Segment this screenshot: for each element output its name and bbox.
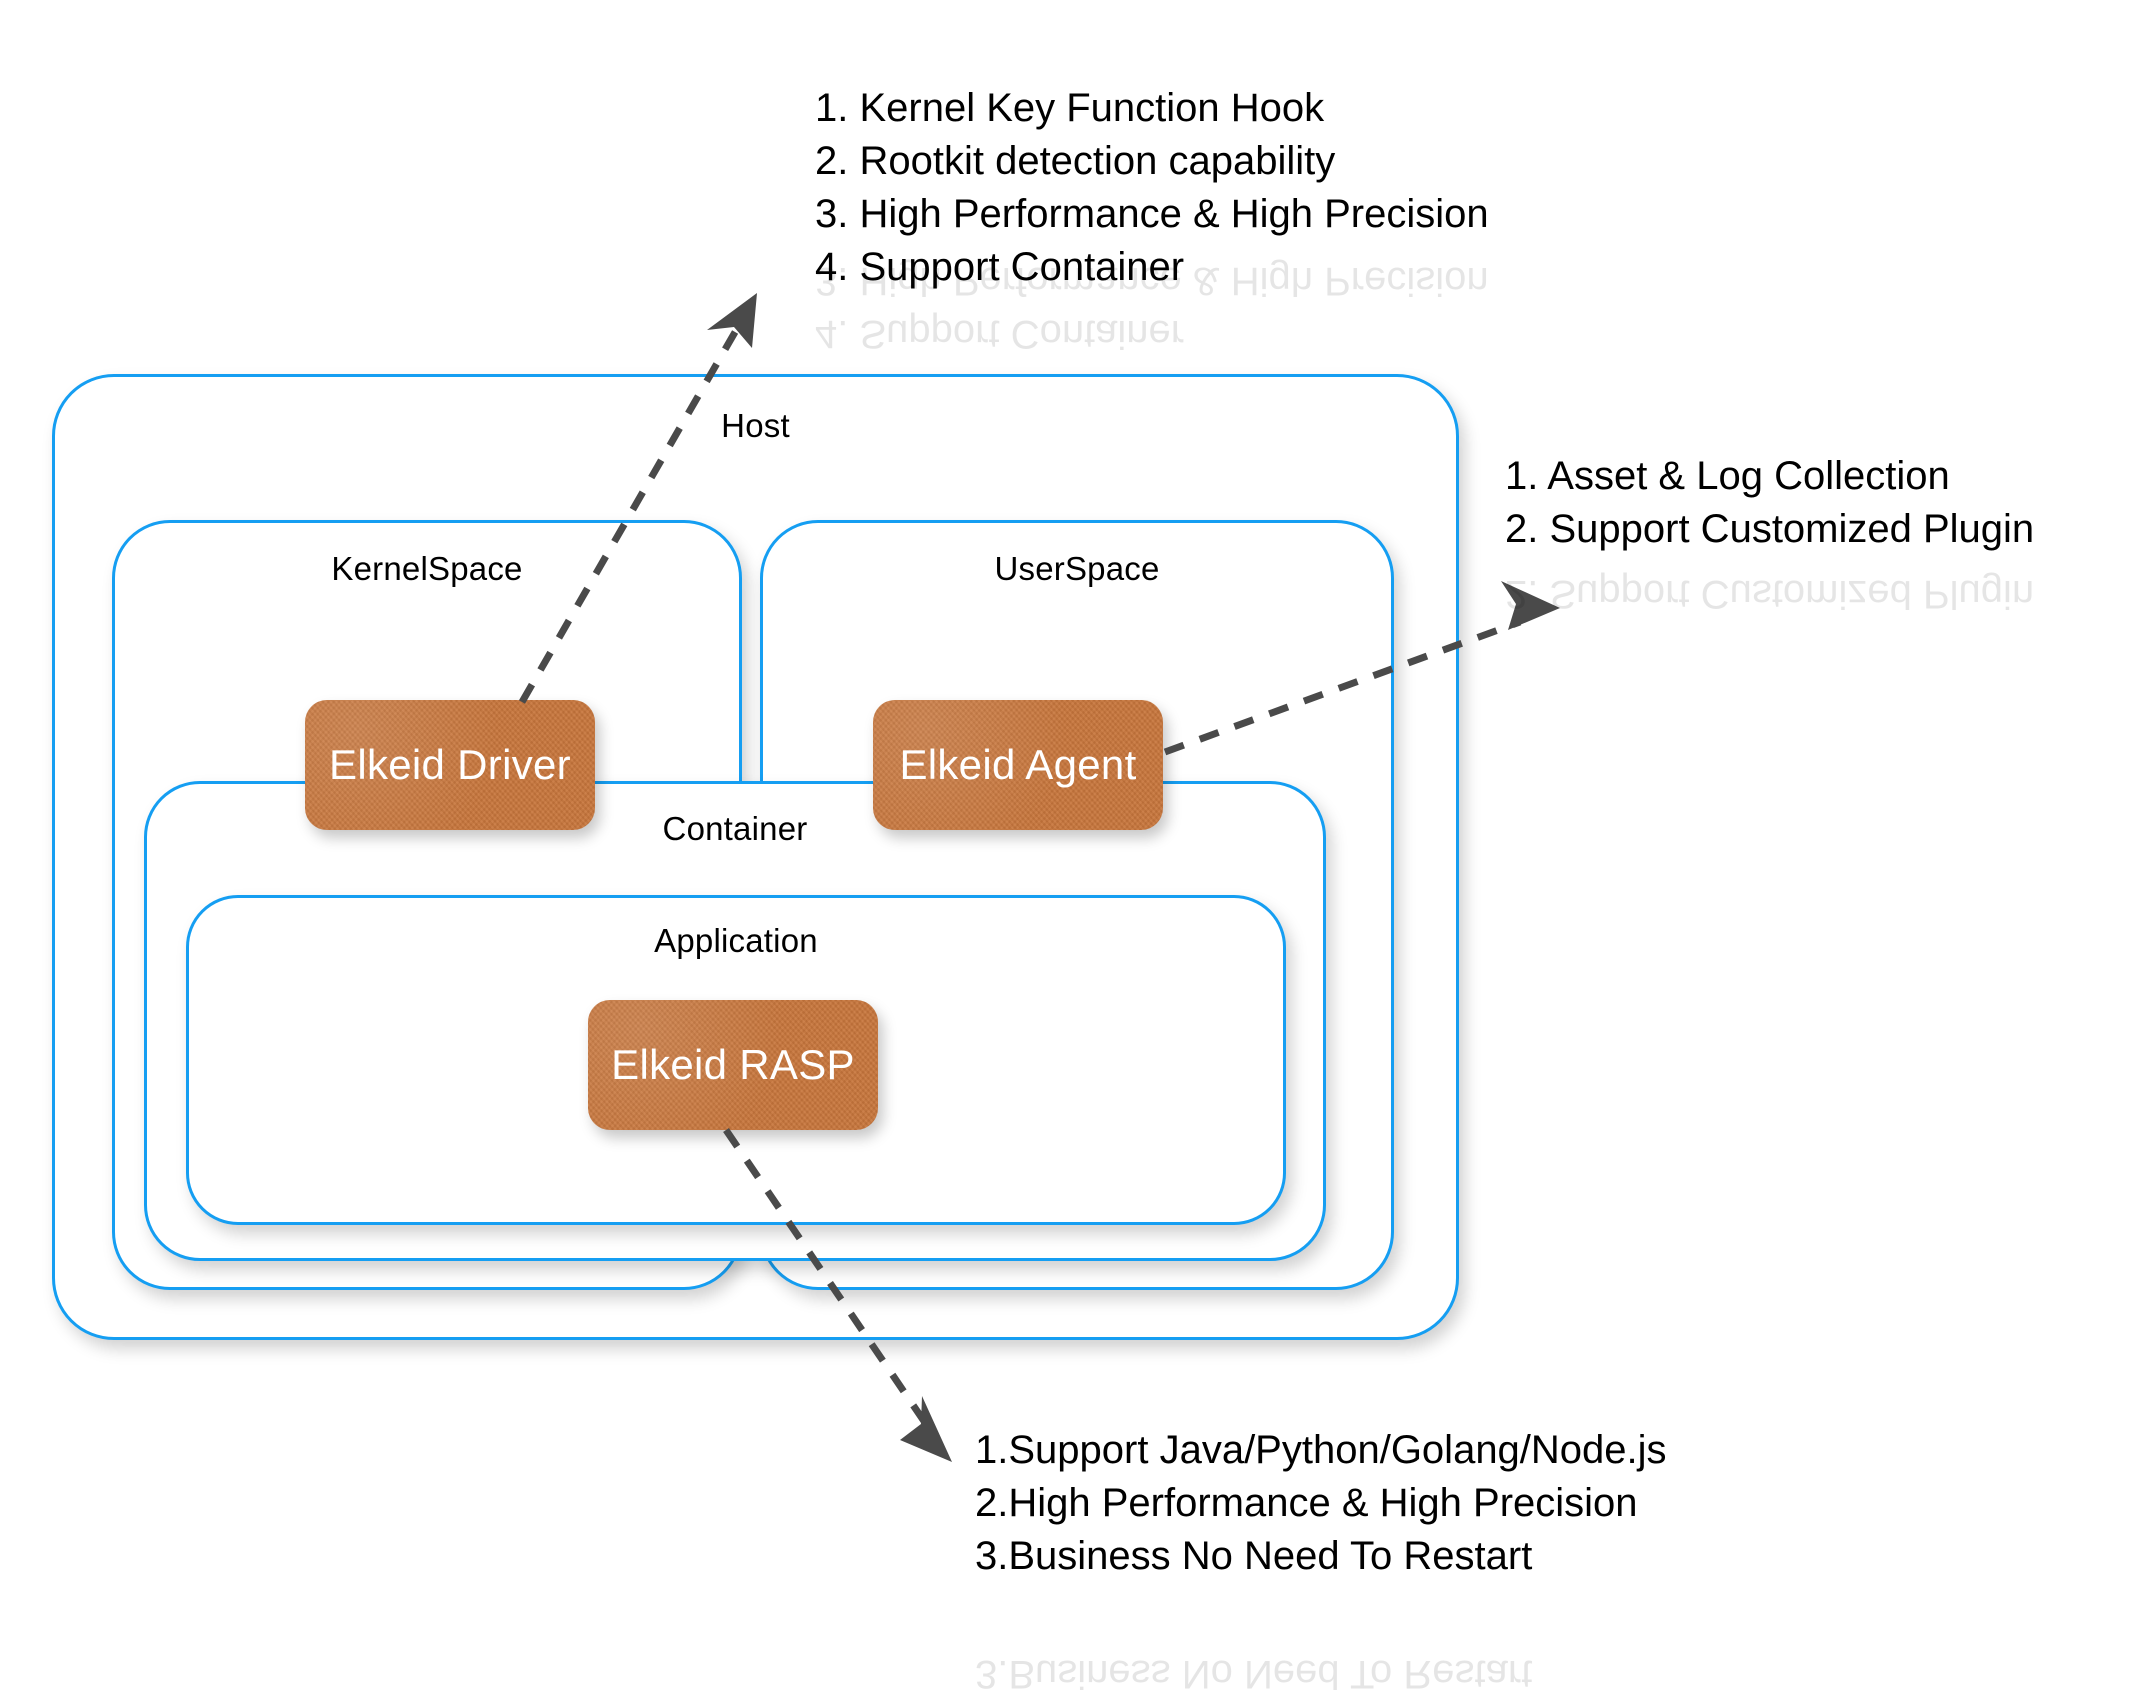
rasp-annotation-line-3: 3.Business No Need To Restart: [975, 1534, 1533, 1578]
host-label: Host: [721, 407, 790, 444]
rasp-annotation-line-1: 1.Support Java/Python/Golang/Node.js: [975, 1428, 1667, 1472]
driver-annotation-line-3: 3. High Performance & High Precision: [815, 192, 1489, 236]
driver-annotation: 1. Kernel Key Function Hook 2. Rootkit d…: [815, 82, 1489, 294]
application-label: Application: [654, 922, 818, 959]
rasp-callout-arrowhead: [900, 1396, 952, 1462]
elkeid-driver-label: Elkeid Driver: [329, 741, 571, 788]
rasp-annotation: 1.Support Java/Python/Golang/Node.js 2.H…: [975, 1424, 1667, 1583]
rasp-callout-arrow-line: [723, 1128, 933, 1432]
driver-callout-arrowhead: [707, 293, 757, 348]
driver-callout-arrow-line: [518, 318, 746, 704]
agent-callout-arrow-line: [1163, 618, 1522, 756]
userspace-label: UserSpace: [994, 550, 1160, 587]
container-label: Container: [662, 810, 808, 847]
driver-annotation-line-1: 1. Kernel Key Function Hook: [815, 86, 1325, 130]
agent-annotation-line-2: 2. Support Customized Plugin: [1505, 507, 2035, 551]
elkeid-agent-label: Elkeid Agent: [899, 741, 1137, 788]
elkeid-agent-node[interactable]: Elkeid Agent: [873, 700, 1163, 830]
rasp-annotation-line-2: 2.High Performance & High Precision: [975, 1481, 1638, 1525]
driver-annotation-line-2: 2. Rootkit detection capability: [815, 139, 1336, 183]
driver-annotation-line-4: 4. Support Container: [815, 245, 1185, 289]
elkeid-driver-node[interactable]: Elkeid Driver: [305, 700, 595, 830]
agent-annotation: 1. Asset & Log Collection 2. Support Cus…: [1505, 450, 2034, 556]
elkeid-rasp-node[interactable]: Elkeid RASP: [588, 1000, 878, 1130]
elkeid-rasp-label: Elkeid RASP: [611, 1041, 855, 1088]
kernelspace-label: KernelSpace: [331, 550, 523, 587]
agent-callout-arrowhead: [1501, 581, 1560, 630]
agent-annotation-line-1: 1. Asset & Log Collection: [1505, 454, 1950, 498]
